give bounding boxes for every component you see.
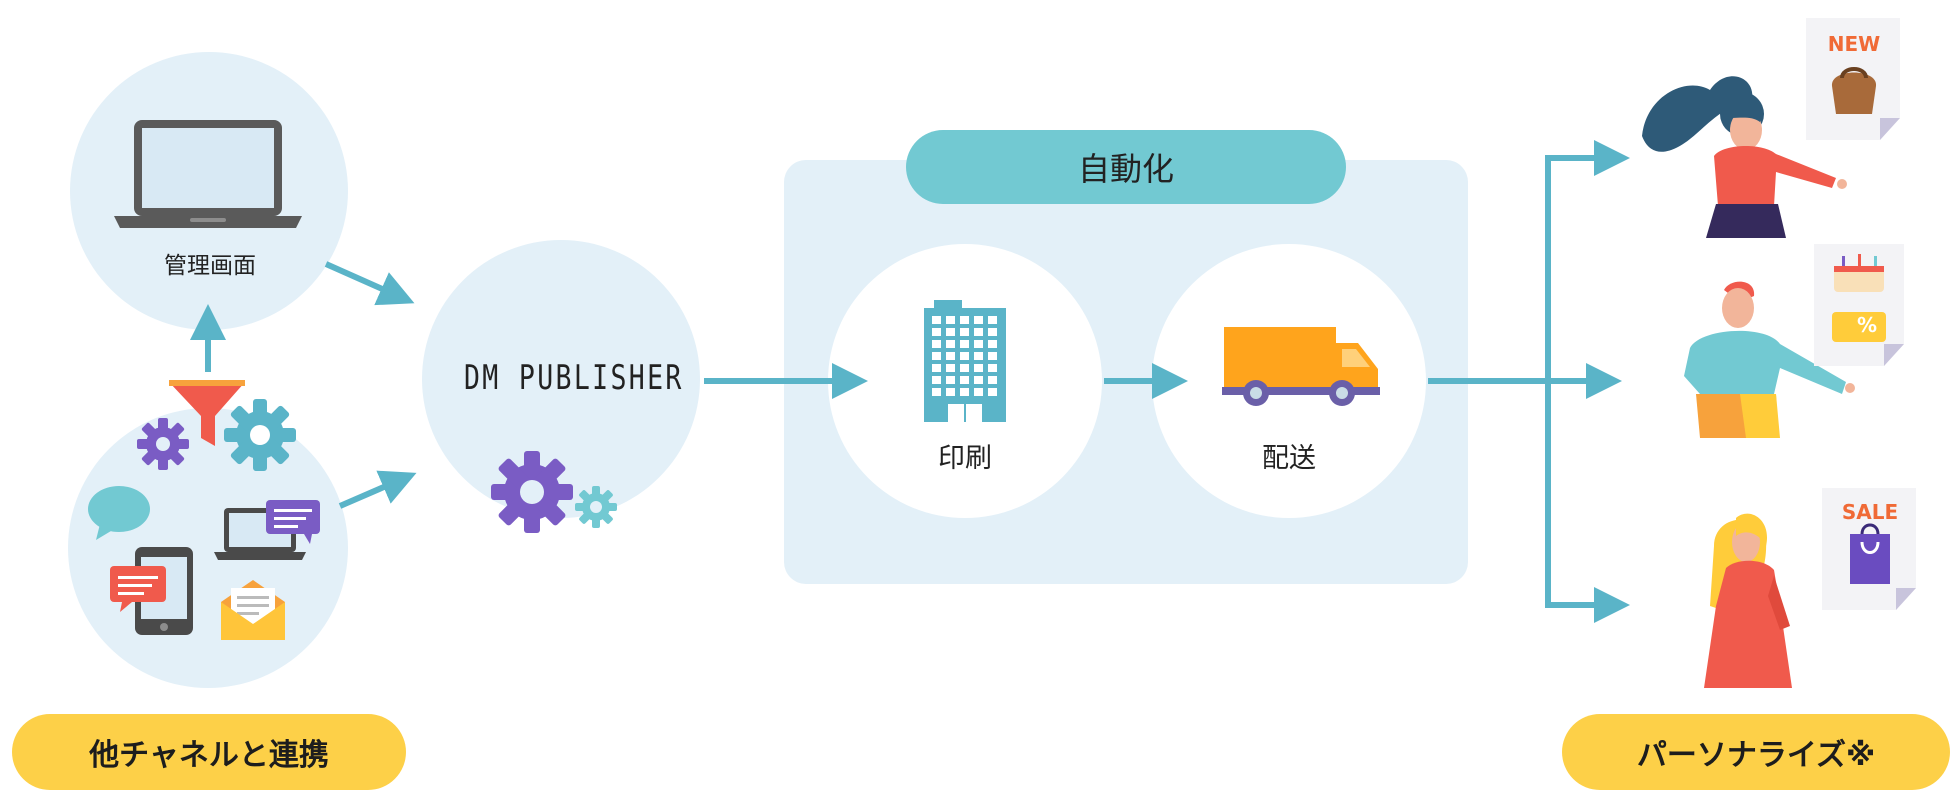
integration-pill: 他チャネルと連携 <box>12 714 406 790</box>
delivery-label: 配送 <box>1262 443 1316 474</box>
birthday-coupon-card <box>1814 244 1904 366</box>
delivery-truck-icon <box>1222 327 1380 406</box>
email-envelope-icon <box>221 580 285 640</box>
personalize-pill: パーソナライズ※ <box>1562 714 1950 790</box>
print-label: 印刷 <box>938 443 992 474</box>
new-coupon-card <box>1806 18 1900 140</box>
teal-gear-icon <box>224 399 296 471</box>
purple-message-icon <box>266 500 320 544</box>
persona-woman-dress <box>1704 513 1792 688</box>
small-teal-gear-icon <box>575 486 617 528</box>
persona-man <box>1684 281 1855 438</box>
funnel-icon <box>169 380 245 446</box>
red-message-icon <box>110 566 166 612</box>
percent-coupon-text: % <box>1856 313 1878 337</box>
building-icon <box>924 300 1006 422</box>
sale-coupon-text: SALE <box>1841 500 1899 524</box>
purple-gear-icon <box>137 418 189 470</box>
channels-circle <box>68 408 348 688</box>
arrow-channels-to-publisher <box>338 470 417 509</box>
admin-panel-label: 管理画面 <box>164 253 256 279</box>
arrow-admin-to-publisher <box>324 261 415 306</box>
laptop-icon <box>114 120 302 228</box>
new-coupon-text: NEW <box>1827 32 1881 56</box>
publisher-brand: DM PUBLISHER <box>464 358 684 398</box>
persona-woman-ponytail <box>1642 76 1847 238</box>
speech-bubble-icon <box>88 486 150 540</box>
automation-title-pill: 自動化 <box>906 130 1346 204</box>
large-purple-gear-icon <box>491 451 573 533</box>
sale-coupon-card <box>1822 488 1916 610</box>
